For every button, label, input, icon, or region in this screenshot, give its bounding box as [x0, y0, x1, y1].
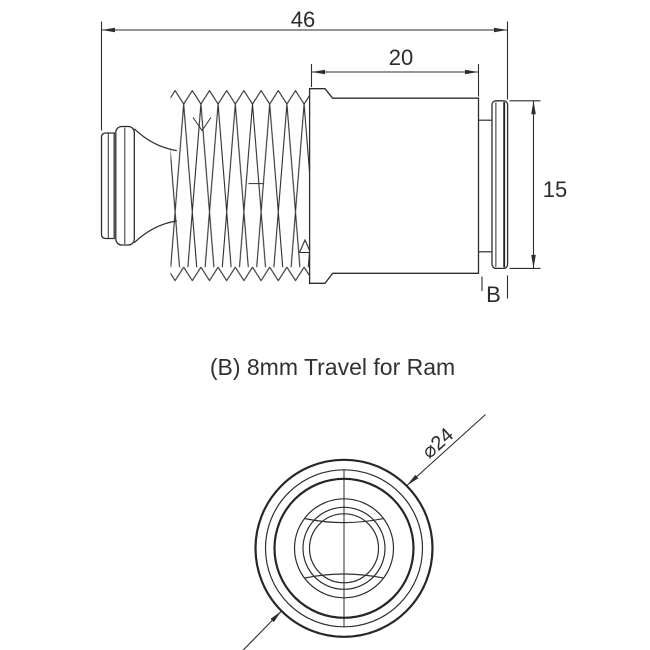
ref-b-label: B: [486, 282, 501, 307]
ref-b-group: B: [481, 275, 509, 307]
dim-46-label: 46: [291, 7, 315, 32]
circle-outer: [254, 458, 434, 638]
thread-section: [170, 90, 310, 282]
thread-end-triangle: [298, 238, 312, 254]
end-disc: [491, 100, 509, 270]
dim-15-label: 15: [543, 177, 567, 202]
dim-46-group: 46: [100, 7, 509, 131]
dim-20-label: 20: [389, 45, 413, 70]
diameter-leader-bottom: [242, 610, 282, 650]
side-view: [100, 88, 509, 284]
front-view: [254, 458, 434, 638]
thread-chamfer-v-mark: [192, 117, 212, 132]
diameter-leader-top: [406, 414, 486, 487]
dim-15-group: 15: [509, 100, 567, 269]
caption-note: (B) 8mm Travel for Ram: [210, 354, 455, 380]
body-outline: [308, 88, 480, 284]
dim-20-group: 20: [310, 45, 480, 97]
